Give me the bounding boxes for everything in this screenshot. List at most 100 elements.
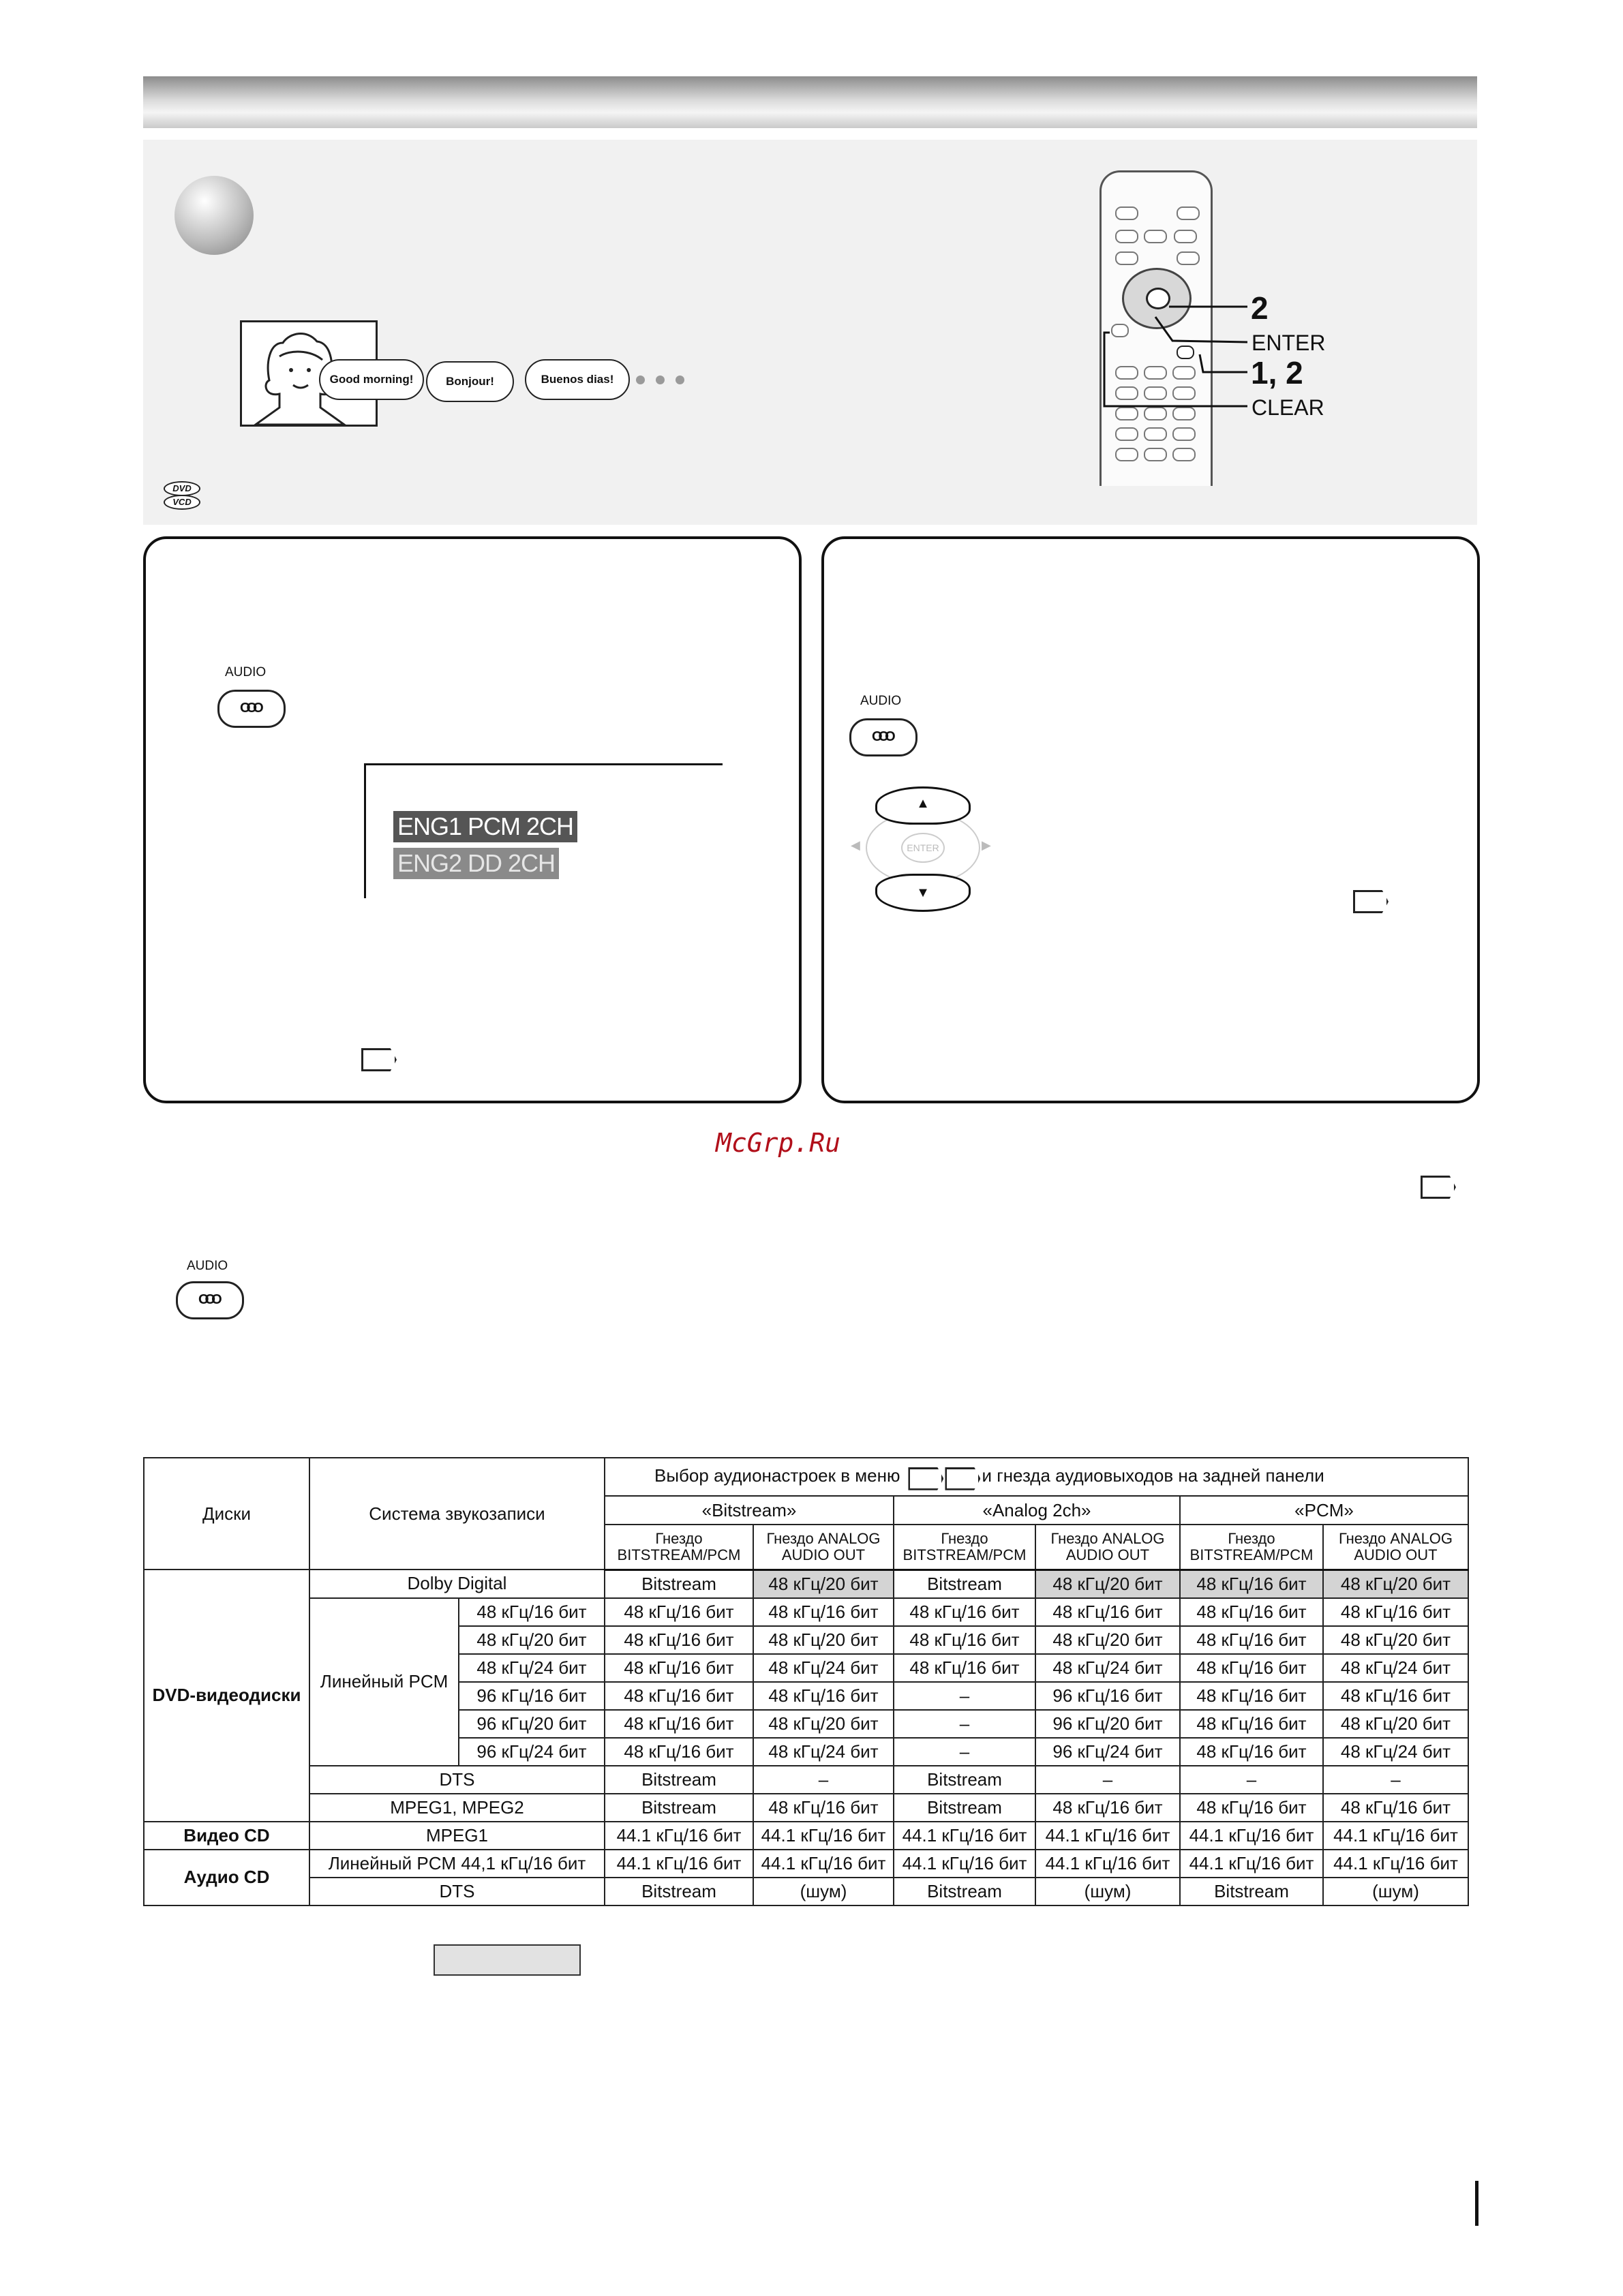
system-cell: 48 кГц/24 бит bbox=[458, 1653, 605, 1683]
watermark: McGrp.Ru bbox=[716, 1128, 841, 1158]
audio-button-label-2: AUDIO bbox=[860, 694, 902, 708]
speech-bubble-2: Bonjour! bbox=[426, 361, 514, 402]
speech-bubble-1: Good morning! bbox=[319, 359, 424, 400]
table-cell: – bbox=[893, 1709, 1036, 1739]
audio-button-3[interactable]: OOO bbox=[176, 1281, 244, 1319]
vcd-badge: VCD bbox=[164, 495, 200, 510]
table-cell: – bbox=[893, 1736, 1036, 1766]
table-cell: 48 кГц/16 бит bbox=[604, 1709, 754, 1739]
table-cell: 44.1 кГц/16 бит bbox=[604, 1820, 754, 1850]
shaded-legend-box bbox=[434, 1944, 581, 1976]
ellipsis-dot bbox=[656, 376, 665, 384]
remote-button bbox=[1115, 427, 1138, 441]
table-cell: 48 кГц/16 бит bbox=[1035, 1597, 1181, 1627]
remote-button bbox=[1172, 427, 1196, 441]
table-cell: – bbox=[753, 1764, 894, 1794]
sub-header: Гнездо ANALOG AUDIO OUT bbox=[1322, 1524, 1469, 1571]
table-cell: 48 кГц/20 бит bbox=[1035, 1625, 1181, 1655]
page-ref-tags bbox=[900, 1467, 982, 1490]
table-cell: 44.1 кГц/16 бит bbox=[893, 1848, 1036, 1878]
table-cell: 44.1 кГц/16 бит bbox=[1035, 1848, 1181, 1878]
audio-icon: OOO bbox=[198, 1292, 222, 1307]
system-cell: 48 кГц/16 бит bbox=[458, 1597, 605, 1627]
table-cell: 96 кГц/16 бит bbox=[1035, 1681, 1181, 1711]
table-cell: 48 кГц/20 бит bbox=[753, 1709, 894, 1739]
dvd-badge: DVD bbox=[164, 481, 200, 496]
table-cell: 48 кГц/16 бит bbox=[1322, 1792, 1469, 1822]
table-cell: 48 кГц/16 бит bbox=[1322, 1681, 1469, 1711]
table-cell: 48 кГц/16 бит bbox=[893, 1653, 1036, 1683]
sub-header: Гнездо ANALOG AUDIO OUT bbox=[1035, 1524, 1181, 1571]
system-cell: Линейный PCM 44,1 кГц/16 бит bbox=[309, 1848, 605, 1878]
system-cell: 96 кГц/24 бит bbox=[458, 1736, 605, 1766]
remote-button bbox=[1172, 366, 1196, 380]
table-cell: 48 кГц/16 бит bbox=[1179, 1709, 1324, 1739]
table-cell: 44.1 кГц/16 бит bbox=[753, 1848, 894, 1878]
table-cell: – bbox=[1179, 1764, 1324, 1794]
table-cell: 48 кГц/16 бит bbox=[1179, 1681, 1324, 1711]
table-cell: 48 кГц/20 бит bbox=[1322, 1709, 1469, 1739]
system-cell: 96 кГц/20 бит bbox=[458, 1709, 605, 1739]
system-cell: DTS bbox=[309, 1876, 605, 1906]
remote-dpad bbox=[1122, 268, 1192, 329]
table-cell: 48 кГц/16 бит bbox=[604, 1625, 754, 1655]
up-arrow-button[interactable]: ▲ bbox=[875, 786, 971, 825]
remote-button bbox=[1144, 386, 1167, 400]
enter-label: ENTER bbox=[1252, 331, 1326, 355]
remote-button bbox=[1115, 366, 1138, 380]
remote-button bbox=[1144, 427, 1167, 441]
table-cell: – bbox=[893, 1681, 1036, 1711]
remote-button bbox=[1144, 448, 1167, 461]
table-cell: – bbox=[1322, 1764, 1469, 1794]
table-cell: 48 кГц/16 бит bbox=[1179, 1569, 1324, 1599]
table-cell: 44.1 кГц/16 бит bbox=[1179, 1820, 1324, 1850]
table-cell: Bitstream bbox=[893, 1792, 1036, 1822]
down-arrow-button[interactable]: ▼ bbox=[875, 874, 971, 912]
table-cell: 48 кГц/16 бит bbox=[604, 1653, 754, 1683]
table-cell: 48 кГц/24 бит bbox=[753, 1736, 894, 1766]
table-cell: 44.1 кГц/16 бит bbox=[1179, 1848, 1324, 1878]
table-cell: (шум) bbox=[1035, 1876, 1181, 1906]
step-1-2-label: 1, 2 bbox=[1251, 355, 1303, 391]
remote-control-illustration bbox=[1099, 170, 1213, 486]
left-arrow-icon: ◀ bbox=[851, 838, 860, 852]
table-cell: Bitstream bbox=[1179, 1876, 1324, 1906]
row-group-linear-pcm: Линейный PCM bbox=[309, 1597, 459, 1766]
table-cell: 96 кГц/20 бит bbox=[1035, 1709, 1181, 1739]
remote-button bbox=[1172, 407, 1196, 420]
screen-frame-left bbox=[364, 763, 366, 898]
table-cell: 48 кГц/20 бит bbox=[1035, 1569, 1181, 1599]
audio-button-label-3: AUDIO bbox=[187, 1259, 228, 1273]
table-cell: 48 кГц/16 бит bbox=[1035, 1792, 1181, 1822]
table-cell: 48 кГц/20 бит bbox=[753, 1569, 894, 1599]
table-cell: (шум) bbox=[1322, 1876, 1469, 1906]
audio-button[interactable]: OOO bbox=[217, 690, 286, 728]
sub-header: Гнездо BITSTREAM/PCM bbox=[1179, 1524, 1324, 1571]
table-cell: 48 кГц/16 бит bbox=[1179, 1625, 1324, 1655]
system-cell: 96 кГц/16 бит bbox=[458, 1681, 605, 1711]
table-cell: (шум) bbox=[753, 1876, 894, 1906]
table-cell: 48 кГц/20 бит bbox=[1322, 1625, 1469, 1655]
table-cell: 48 кГц/16 бит bbox=[753, 1681, 894, 1711]
remote-button bbox=[1177, 251, 1200, 265]
header-discs: Диски bbox=[143, 1457, 310, 1570]
audio-button-2[interactable]: OOO bbox=[849, 718, 917, 756]
table-cell: Bitstream bbox=[604, 1764, 754, 1794]
enter-button-faded[interactable]: ENTER bbox=[901, 833, 945, 863]
sub-header: Гнездо BITSTREAM/PCM bbox=[893, 1524, 1036, 1571]
table-cell: 44.1 кГц/16 бит bbox=[604, 1848, 754, 1878]
table-cell: Bitstream bbox=[604, 1792, 754, 1822]
table-cell: 48 кГц/24 бит bbox=[753, 1653, 894, 1683]
table-cell: 48 кГц/16 бит bbox=[1179, 1792, 1324, 1822]
table-cell: 48 кГц/16 бит bbox=[604, 1681, 754, 1711]
audio-icon: OOO bbox=[872, 729, 896, 744]
row-group-audio-cd: Аудио CD bbox=[143, 1848, 310, 1906]
remote-button bbox=[1172, 448, 1196, 461]
audio-output-table: Диски Система звукозаписи Выбор аудионас… bbox=[143, 1457, 1469, 1906]
table-cell: 48 кГц/16 бит bbox=[753, 1792, 894, 1822]
table-cell: 48 кГц/16 бит bbox=[1179, 1736, 1324, 1766]
system-cell: MPEG1 bbox=[309, 1820, 605, 1850]
step-2-label: 2 bbox=[1251, 290, 1269, 326]
remote-button bbox=[1115, 206, 1138, 220]
osd-audio-line-1: ENG1 PCM 2CH bbox=[393, 811, 578, 842]
